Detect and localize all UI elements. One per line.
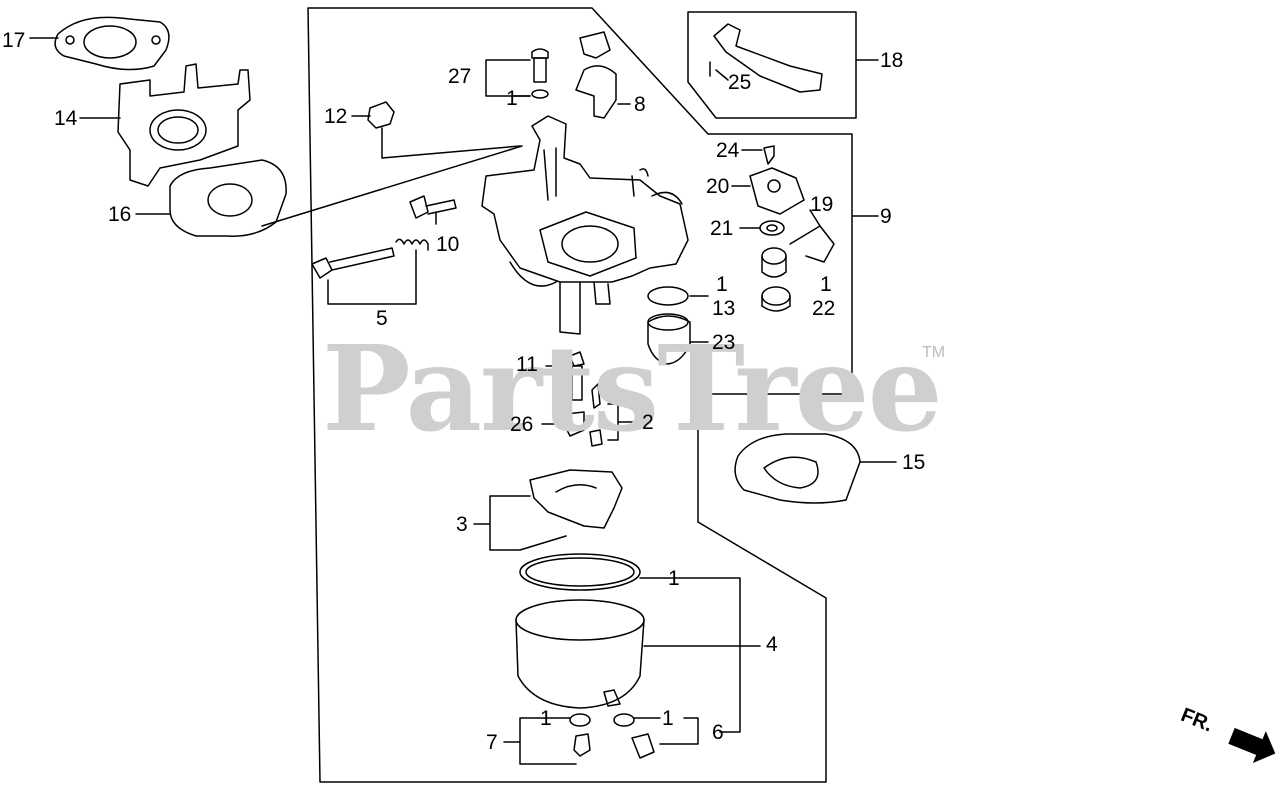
callout-23: 23 bbox=[712, 331, 736, 354]
inset-frame-18 bbox=[687, 11, 857, 119]
leader-16-body bbox=[261, 145, 523, 227]
callout-9: 9 bbox=[880, 205, 892, 228]
callout-10: 10 bbox=[436, 233, 460, 256]
parts-tree-watermark: PartsTree bbox=[322, 319, 943, 458]
part-6-drain-screw bbox=[613, 713, 655, 759]
callout-8: 8 bbox=[634, 93, 646, 116]
part-16-gasket bbox=[169, 159, 287, 237]
part-21-seal bbox=[759, 220, 785, 236]
callout-2: 2 bbox=[642, 411, 654, 434]
part-7-drain-bolt bbox=[569, 713, 591, 757]
callout-5: 5 bbox=[376, 307, 388, 330]
callout-1-washer-left: 1 bbox=[540, 707, 552, 730]
callout-15: 15 bbox=[902, 451, 926, 474]
part-1-bowl-oring bbox=[519, 553, 641, 591]
part-11-nozzle bbox=[569, 351, 585, 401]
callout-12: 12 bbox=[324, 105, 348, 128]
callout-18: 18 bbox=[880, 49, 904, 72]
callout-1-oring: 1 bbox=[716, 273, 728, 296]
part-8-bracket bbox=[575, 31, 617, 119]
callout-21: 21 bbox=[710, 217, 734, 240]
part-17-gasket bbox=[54, 16, 170, 71]
callout-14: 14 bbox=[54, 107, 78, 130]
part-18-choke-lever bbox=[709, 23, 823, 93]
callout-1-nut: 1 bbox=[820, 273, 832, 296]
part-12-clip bbox=[367, 101, 521, 159]
main-frame bbox=[307, 7, 853, 783]
callout-3: 3 bbox=[456, 513, 468, 536]
part-26-jet bbox=[565, 411, 585, 437]
carburetor-body bbox=[481, 115, 689, 335]
part-15-gasket bbox=[734, 433, 861, 504]
callout-22: 22 bbox=[812, 297, 836, 320]
part-4-float-bowl bbox=[515, 599, 645, 709]
part-14-insulator bbox=[117, 63, 251, 187]
callout-7: 7 bbox=[486, 731, 498, 754]
callout-13: 13 bbox=[712, 297, 736, 320]
callout-1-washer: 1 bbox=[506, 87, 518, 110]
callout-11: 11 bbox=[516, 353, 538, 376]
callout-17: 17 bbox=[2, 29, 26, 52]
part-24-screw bbox=[763, 145, 775, 165]
part-10-screw bbox=[409, 195, 457, 219]
callout-4: 4 bbox=[766, 633, 778, 656]
callout-16: 16 bbox=[108, 203, 132, 226]
callout-26: 26 bbox=[510, 413, 534, 436]
callout-25: 25 bbox=[728, 71, 752, 94]
leader-lines bbox=[29, 37, 897, 765]
part-22-nut bbox=[761, 286, 791, 312]
trademark-symbol: TM bbox=[922, 344, 946, 361]
part-2-needle bbox=[589, 383, 603, 447]
callout-1-washer-right: 1 bbox=[662, 707, 674, 730]
part-13-oring bbox=[647, 286, 689, 306]
callout-27: 27 bbox=[448, 65, 472, 88]
part-3-float bbox=[519, 469, 623, 551]
front-direction-arrow bbox=[1228, 727, 1276, 764]
callout-20: 20 bbox=[706, 175, 730, 198]
callout-1-bowl: 1 bbox=[668, 567, 680, 590]
part-27-jet bbox=[531, 48, 549, 99]
callout-6: 6 bbox=[712, 721, 724, 744]
part-20-plate bbox=[749, 167, 805, 215]
part-19-arm bbox=[761, 225, 835, 278]
callout-19: 19 bbox=[810, 193, 834, 216]
part-5-pilot-screw bbox=[311, 238, 429, 305]
part-23-seat bbox=[647, 313, 691, 365]
callout-24: 24 bbox=[716, 139, 740, 162]
